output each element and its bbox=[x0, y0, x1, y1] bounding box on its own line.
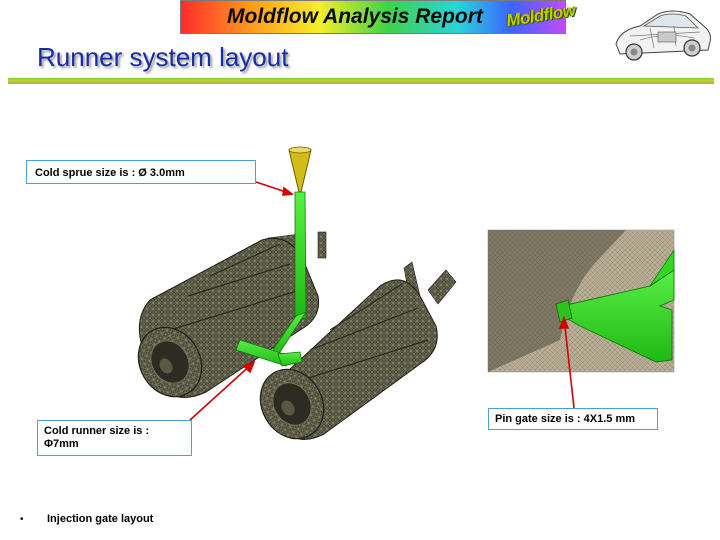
sprue-size-callout: Cold sprue size is : Ø 3.0mm bbox=[26, 160, 256, 184]
leader-lines bbox=[189, 181, 575, 421]
sprue-cone bbox=[288, 149, 312, 193]
gate-zoom-inset bbox=[487, 229, 675, 373]
sprue-top bbox=[288, 146, 312, 154]
runner-size-callout: Cold runner size is : Φ7mm bbox=[37, 420, 192, 456]
bullet-item: Injection gate layout bbox=[47, 513, 154, 525]
slide-title: Runner system layout bbox=[37, 42, 289, 72]
report-banner-title: Moldflow Analysis Report bbox=[227, 5, 483, 28]
bullet-dot: • bbox=[20, 514, 24, 525]
runner-system bbox=[235, 191, 308, 367]
right-part-mesh bbox=[259, 261, 457, 440]
report-banner: Moldflow Analysis Report bbox=[180, 0, 566, 34]
title-divider bbox=[8, 78, 714, 84]
car-illustration bbox=[615, 10, 711, 61]
left-part-mesh bbox=[137, 231, 327, 398]
gate-size-callout: Pin gate size is : 4X1.5 mm bbox=[488, 408, 658, 430]
